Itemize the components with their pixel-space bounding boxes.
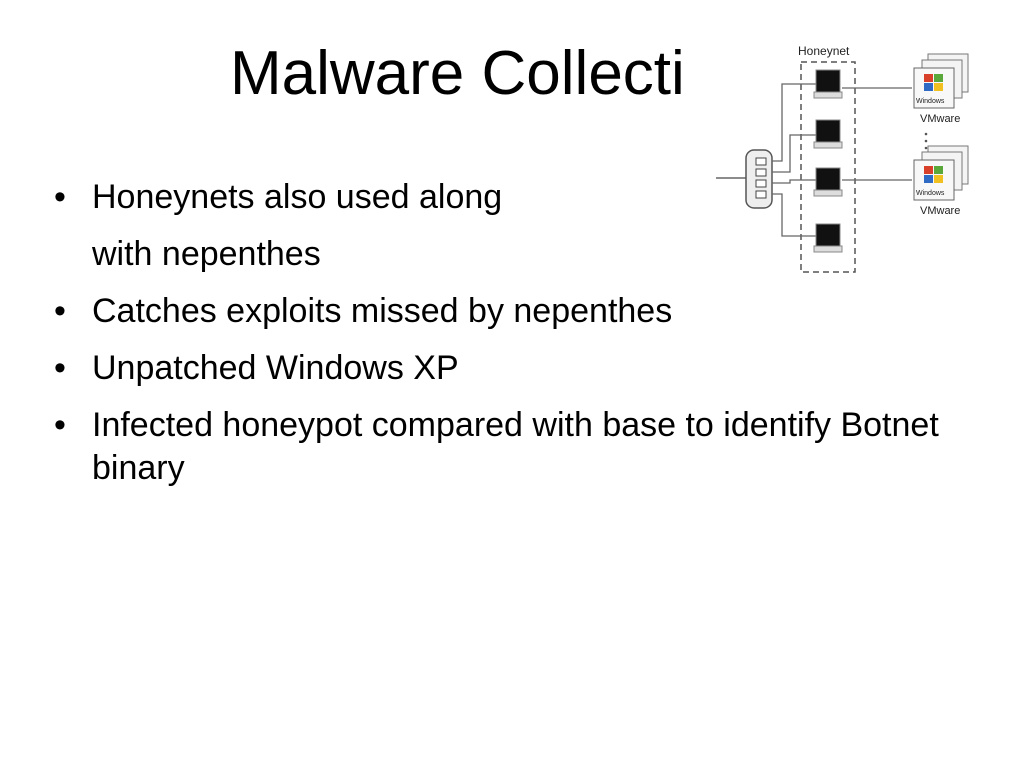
bullet-marker: •: [54, 178, 66, 216]
computer-icon: [813, 69, 843, 99]
computer-icon: [813, 119, 843, 149]
network-links: [772, 83, 816, 237]
slide-title: Malware Collecti: [230, 39, 685, 108]
bullet-text-line: with nepenthes: [92, 235, 321, 273]
bullet-text: Infected honeypot compared with base to …: [92, 406, 939, 487]
bullet-item: • Catches exploits missed by nepenthes: [52, 290, 982, 333]
bullet-list: • Honeynets also used along with nepenth…: [52, 176, 982, 504]
vmware-stack-icon: Windows: [913, 53, 969, 109]
network-switch-icon: [745, 149, 773, 209]
ellipsis-dots: [924, 132, 928, 150]
vmware-stack-icon: Windows: [913, 145, 969, 201]
windows-logo-text: Windows: [916, 190, 945, 197]
vmware-label: VMware: [920, 113, 960, 125]
bullet-item: • Honeynets also used along with nepenth…: [52, 176, 982, 276]
honeynet-diagram: Honeynet: [716, 44, 969, 273]
bullet-marker: •: [54, 292, 66, 330]
bullet-marker: •: [54, 349, 66, 387]
computer-icon: [813, 223, 843, 253]
bullet-text: Unpatched Windows XP: [92, 349, 459, 387]
honeynet-boundary: [800, 61, 856, 273]
bullet-text: Catches exploits missed by nepenthes: [92, 292, 673, 330]
vmware-label: VMware: [920, 205, 960, 217]
bullet-item: • Infected honeypot compared with base t…: [52, 404, 982, 490]
bullet-marker: •: [54, 406, 66, 444]
bullet-item: • Unpatched Windows XP: [52, 347, 982, 390]
windows-logo-text: Windows: [916, 98, 945, 105]
computer-icon: [813, 167, 843, 197]
honeynet-label: Honeynet: [798, 44, 850, 58]
bullet-text-line: Honeynets also used along: [92, 178, 503, 216]
